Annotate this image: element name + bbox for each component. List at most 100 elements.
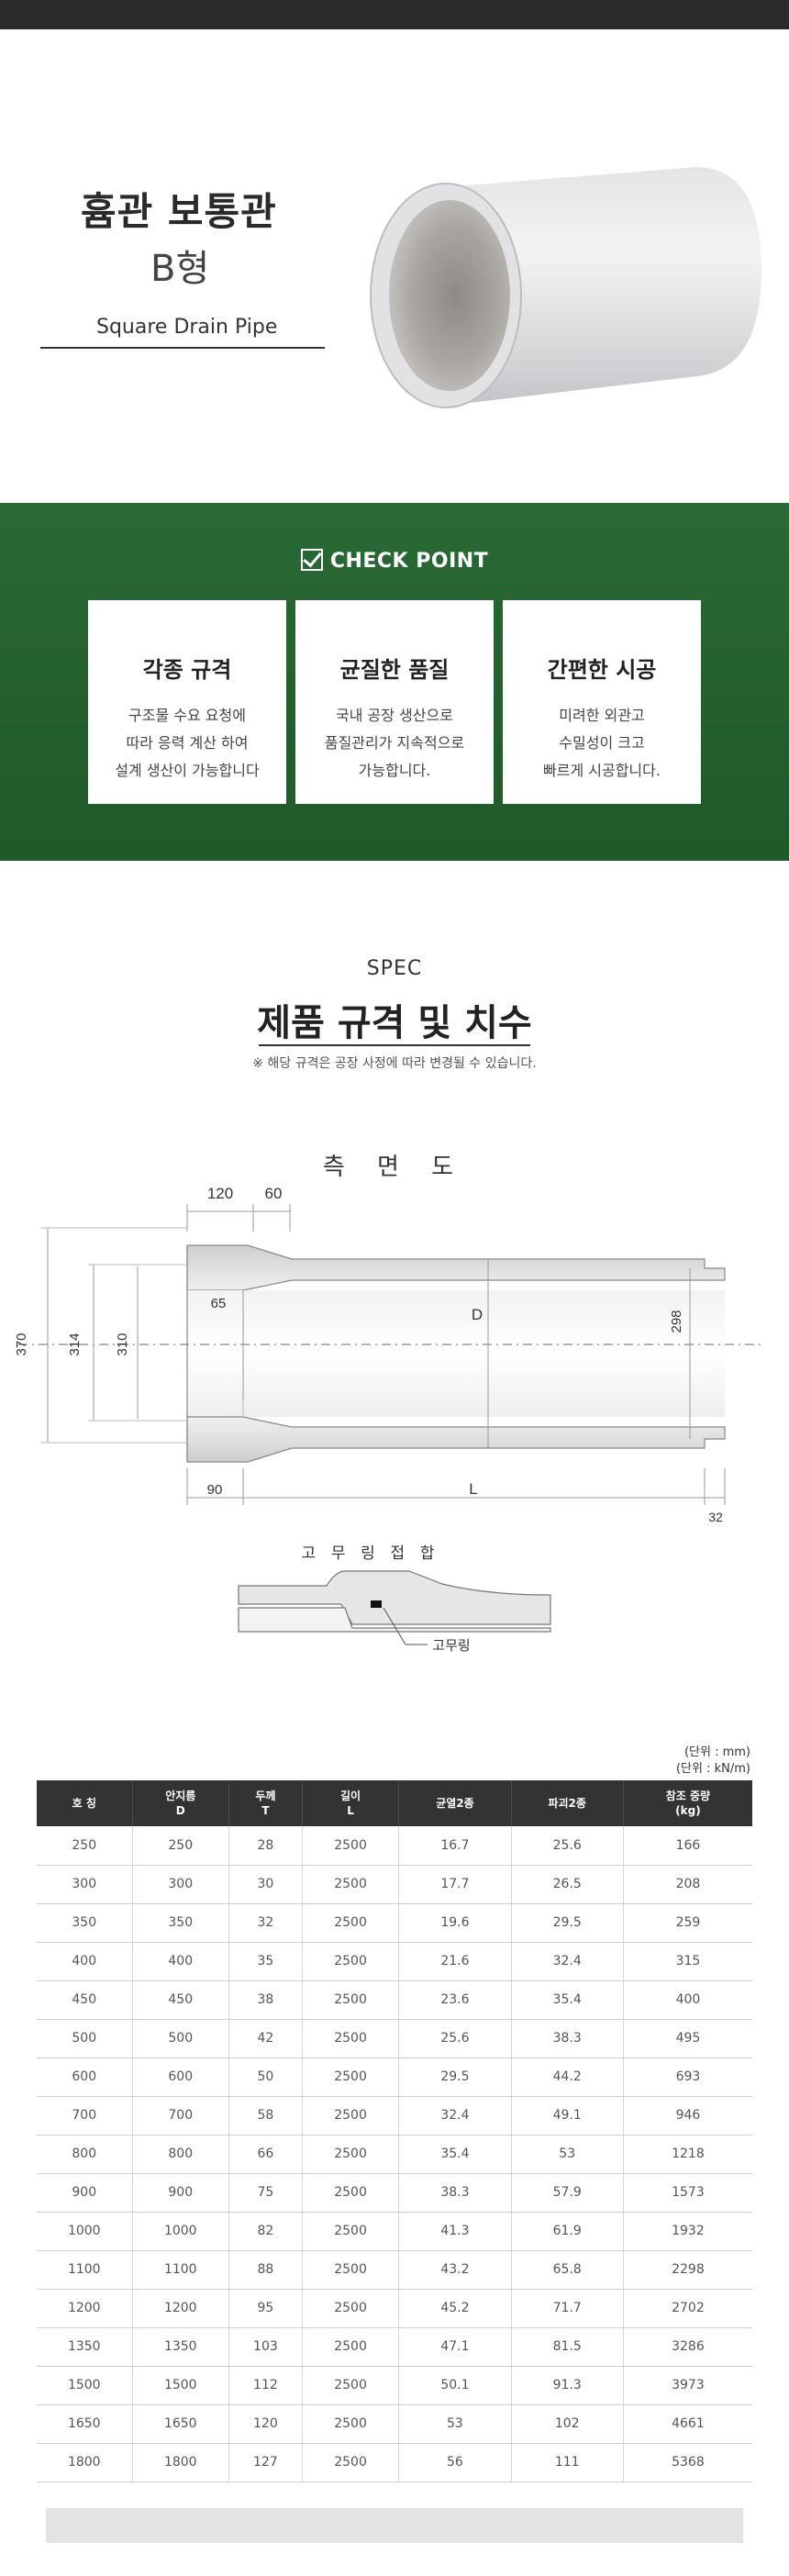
table-cell: 2500 [302, 2366, 400, 2405]
table-cell: 21.6 [398, 1942, 512, 1981]
table-cell: 2702 [623, 2289, 752, 2328]
table-cell: 17.7 [398, 1865, 512, 1904]
table-cell: 41.3 [398, 2212, 512, 2251]
table-cell: 2500 [302, 2250, 400, 2290]
table-cell: 2500 [302, 2057, 400, 2097]
table-cell: 120 [228, 2404, 303, 2444]
table-cell: 2500 [302, 2019, 400, 2058]
spec-title-underline [259, 1044, 530, 1046]
table-cell: 1800 [132, 2443, 230, 2482]
table-cell: 2500 [302, 2327, 400, 2367]
table-cell: 16.7 [398, 1826, 512, 1866]
dim-310: 310 [115, 1333, 130, 1355]
table-header-cell: 호 칭 [37, 1780, 133, 1826]
table-cell: 35.4 [511, 1980, 624, 2020]
table-cell: 259 [623, 1903, 752, 1943]
table-cell: 1200 [37, 2289, 133, 2328]
table-cell: 2500 [302, 2212, 400, 2251]
table-cell: 1000 [132, 2212, 230, 2251]
table-cell: 400 [623, 1980, 752, 2020]
table-cell: 95 [228, 2289, 303, 2328]
header-text: 길이 [340, 1790, 361, 1802]
table-cell: 3286 [623, 2327, 752, 2367]
table-cell: 250 [37, 1826, 133, 1866]
joint-socket [238, 1570, 551, 1625]
table-cell: 1500 [132, 2366, 230, 2405]
table-cell: 43.2 [398, 2250, 512, 2290]
table-cell: 1218 [623, 2135, 752, 2174]
table-cell: 400 [37, 1942, 133, 1981]
table-cell: 49.1 [511, 2096, 624, 2136]
table-cell: 1350 [132, 2327, 230, 2367]
table-cell: 400 [132, 1942, 230, 1981]
table-cell: 88 [228, 2250, 303, 2290]
dim-32: 32 [708, 1510, 723, 1524]
table-cell: 44.2 [511, 2057, 624, 2097]
table-cell: 1800 [37, 2443, 133, 2482]
table-cell: 450 [132, 1980, 230, 2020]
table-header-cell: 파괴2종 [511, 1780, 624, 1826]
table-cell: 2500 [302, 2404, 400, 2444]
table-cell: 42 [228, 2019, 303, 2058]
table-cell: 495 [623, 2019, 752, 2058]
card-construction: 간편한 시공 미려한 외관고 수밀성이 크고 빠르게 시공합니다. [503, 600, 701, 804]
table-cell: 25.6 [398, 2019, 512, 2058]
table-cell: 45.2 [398, 2289, 512, 2328]
header-text: D [175, 1804, 185, 1817]
table-cell: 26.5 [511, 1865, 624, 1904]
table-cell: 1000 [37, 2212, 133, 2251]
check-point-heading-text: CHECK POINT [329, 550, 489, 573]
pipe-side-view-diagram: 측 면 도 120 60 370 314 310 65 D 298 90 L 3… [14, 1153, 761, 1654]
header-text: T [261, 1804, 270, 1817]
dim-L: L [469, 1480, 477, 1498]
check-point-cards: 각종 규격 구조물 수요 요청에 따라 응력 계산 하여 설계 생산이 가능합니… [88, 600, 701, 804]
joint-title: 고 무 링 접 합 [301, 1544, 439, 1562]
table-cell: 350 [132, 1903, 230, 1943]
table-cell: 2298 [623, 2250, 752, 2290]
spec-note: ※ 해당 규격은 공장 사정에 따라 변경될 수 있습니다. [252, 1056, 537, 1071]
table-cell: 35 [228, 1942, 303, 1981]
dim-370: 370 [14, 1333, 29, 1355]
table-cell: 66 [228, 2135, 303, 2174]
card-text: 국내 공장 생산으로 품질관리가 지속적으로 가능합니다. [295, 702, 494, 785]
card-line: 빠르게 시공합니다. [543, 762, 661, 779]
table-header-cell: 참조 중량(kg) [623, 1780, 752, 1826]
spec-title: 제품 규격 및 치수 [257, 1002, 532, 1044]
table-cell: 166 [623, 1826, 752, 1866]
table-cell: 300 [37, 1865, 133, 1904]
table-cell: 1500 [37, 2366, 133, 2405]
table-header-cell: 균열2종 [398, 1780, 512, 1826]
table-cell: 28 [228, 1826, 303, 1866]
table-cell: 500 [132, 2019, 230, 2058]
header-text: 균열2종 [436, 1797, 474, 1810]
table-cell: 47.1 [398, 2327, 512, 2367]
card-quality: 균질한 품질 국내 공장 생산으로 품질관리가 지속적으로 가능합니다. [295, 600, 494, 804]
table-cell: 500 [37, 2019, 133, 2058]
side-view-title: 측 면 도 [323, 1153, 466, 1180]
table-cell: 91.3 [511, 2366, 624, 2405]
table-cell: 208 [623, 1865, 752, 1904]
product-title: 흄관 보통관 [81, 189, 277, 234]
table-cell: 50.1 [398, 2366, 512, 2405]
table-cell: 315 [623, 1942, 752, 1981]
card-line: 수밀성이 크고 [559, 734, 645, 752]
dim-120: 120 [207, 1185, 233, 1202]
card-line: 국내 공장 생산으로 [336, 707, 453, 724]
pipe-wall-bottom [186, 1416, 726, 1463]
joint-spigot [238, 1607, 551, 1633]
unit-kn: (단위 : kN/m) [675, 1762, 750, 1776]
header-text: 호 칭 [72, 1797, 96, 1810]
card-text: 구조물 수요 요청에 따라 응력 계산 하여 설계 생산이 가능합니다 [88, 702, 286, 785]
table-cell: 111 [511, 2443, 624, 2482]
table-cell: 32 [228, 1903, 303, 1943]
